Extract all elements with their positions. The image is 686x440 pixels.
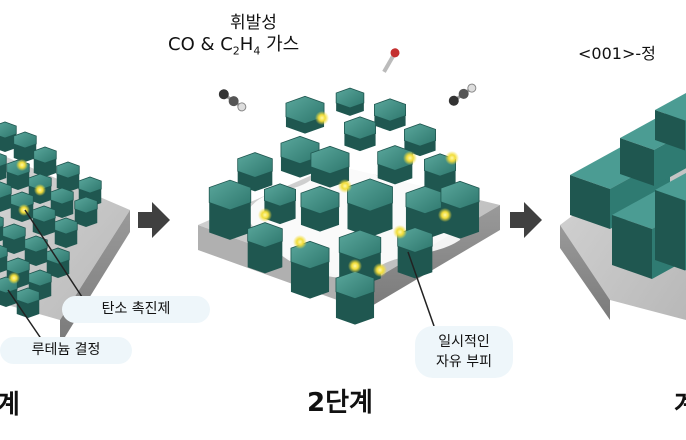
crystal-shape	[56, 161, 80, 193]
crystal-shape	[374, 98, 406, 132]
gas-title: 휘발성	[230, 13, 277, 33]
stage2-illustration	[198, 87, 500, 325]
free-volume-line1: 일시적인	[438, 334, 490, 350]
co-molecule-icon	[218, 89, 247, 112]
carbon-promoter-label: 탄소 촉진제	[62, 296, 210, 323]
leader-carbon	[24, 209, 85, 301]
crystal-shape	[50, 187, 74, 219]
crystal-shape	[300, 185, 340, 232]
ruthenium-crystal-label: 루테늄 결정	[0, 337, 132, 364]
c2h4-molecule-icon	[448, 83, 477, 106]
crystal-shape	[2, 223, 26, 255]
crystal-shape	[344, 116, 376, 152]
carbon-promoter-dot	[16, 159, 28, 171]
arrow-2-icon	[510, 202, 542, 238]
carbon-promoter-dot	[393, 225, 407, 239]
carbon-promoter-dot	[338, 179, 352, 193]
arrow-1-icon	[138, 202, 170, 238]
crystal-shape	[13, 131, 37, 163]
stage1-label: 계	[0, 390, 20, 420]
crystal-shape	[33, 146, 57, 178]
crystal-shape	[335, 270, 375, 325]
carbon-promoter-dot	[34, 184, 46, 196]
crystal-shape	[0, 121, 17, 153]
crystal-shape	[335, 87, 365, 116]
crystal-shape	[0, 153, 7, 181]
carbon-promoter-dot	[348, 259, 362, 273]
crystal-shape	[264, 183, 296, 225]
crystal-shape	[290, 240, 330, 299]
crystal-shape	[280, 135, 320, 178]
crystal-shape	[237, 152, 273, 192]
stage3-label: 계	[674, 390, 686, 420]
crystal-shape	[347, 178, 393, 238]
carbon-promoter-dot	[258, 208, 272, 222]
co-molecule-small-icon	[382, 48, 400, 73]
stage1-illustration	[0, 121, 130, 345]
large-crystal-block	[655, 92, 686, 151]
carbon-promoter-dot	[373, 263, 387, 277]
carbon-promoter-dot	[438, 208, 452, 222]
carbon-promoter-dot	[8, 272, 20, 284]
free-volume-line2: 자유 부피	[436, 354, 492, 370]
leader-void	[407, 251, 435, 327]
crystal-shape	[54, 217, 78, 249]
gas-formula: CO & C2H4 가스	[168, 34, 300, 58]
stage3-illustration	[560, 92, 686, 320]
carbon-promoter-dot	[445, 151, 459, 165]
stage2-label: 2단계	[307, 388, 373, 418]
crystal-shape	[0, 181, 12, 213]
crystal-shape	[24, 235, 48, 267]
crystal-shape	[285, 95, 325, 134]
crystal-shape	[440, 180, 480, 239]
crystal-shape	[32, 205, 56, 237]
carbon-promoter-dot	[293, 235, 307, 249]
crystal-shape	[208, 179, 252, 240]
orientation-label: <001>-정	[578, 44, 656, 63]
crystal-shape	[310, 145, 350, 188]
carbon-promoter-dot	[403, 151, 417, 165]
carbon-promoter-dot	[315, 111, 329, 125]
crystal-shape	[16, 287, 40, 319]
crystal-shape	[0, 244, 8, 273]
gas-molecule-icons	[218, 48, 477, 112]
crystal-shape	[74, 196, 98, 228]
crystal-shape	[404, 123, 436, 157]
crystal-shape	[377, 145, 413, 185]
leader-ru	[7, 289, 43, 341]
free-volume-label: 일시적인 자유 부피	[415, 326, 513, 378]
crystal-shape	[247, 222, 283, 274]
